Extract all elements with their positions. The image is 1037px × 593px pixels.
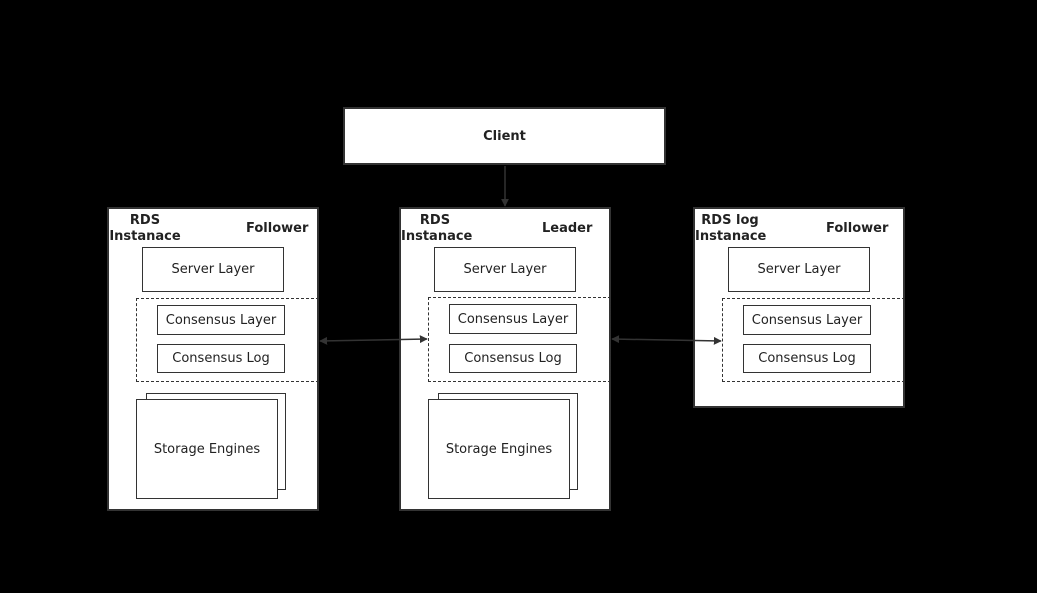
client-box: Client bbox=[343, 107, 666, 165]
left-instance-title: RDS Instanace bbox=[109, 213, 181, 244]
right-instance-title: RDS log Instanace bbox=[695, 213, 767, 244]
left-consensus-group bbox=[136, 298, 319, 382]
center-consensus-log: Consensus Log bbox=[449, 344, 577, 373]
right-consensus-layer: Consensus Layer bbox=[743, 305, 871, 335]
left-server-layer: Server Layer bbox=[142, 247, 284, 292]
left-storage-engines: Storage Engines bbox=[136, 399, 278, 499]
right-consensus-log: Consensus Log bbox=[743, 344, 871, 373]
center-consensus-group bbox=[428, 297, 611, 382]
left-leader-link bbox=[319, 335, 428, 345]
right-server-layer: Server Layer bbox=[728, 247, 870, 292]
left-consensus-log: Consensus Log bbox=[157, 344, 285, 373]
client-label: Client bbox=[483, 128, 526, 144]
left-consensus-layer: Consensus Layer bbox=[157, 305, 285, 335]
right-consensus-group bbox=[722, 298, 905, 382]
center-storage-engines: Storage Engines bbox=[428, 399, 570, 499]
center-server-layer: Server Layer bbox=[434, 247, 576, 292]
left-role-label: Follower bbox=[246, 221, 309, 236]
leader-right-link bbox=[611, 335, 722, 345]
right-role-label: Follower bbox=[826, 221, 889, 236]
center-role-label: Leader bbox=[542, 221, 593, 236]
center-instance-title: RDS Instanace bbox=[401, 213, 473, 244]
center-consensus-layer: Consensus Layer bbox=[449, 304, 577, 334]
